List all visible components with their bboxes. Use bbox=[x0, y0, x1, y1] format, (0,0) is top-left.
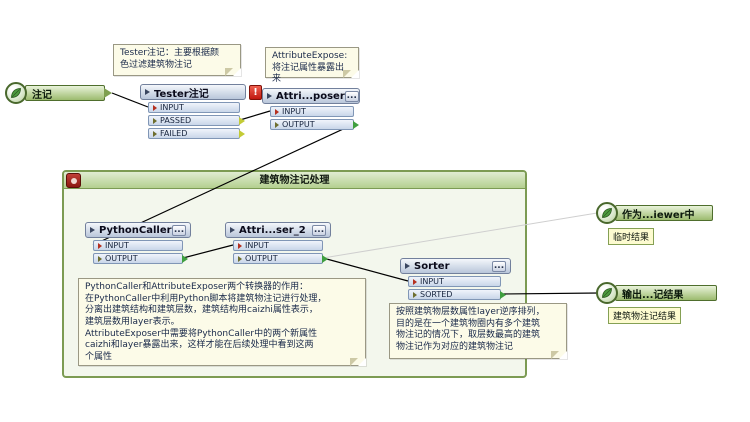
leaf-icon bbox=[602, 288, 612, 298]
transformer-python[interactable]: PythonCaller ... bbox=[85, 222, 191, 238]
input-arrow-icon bbox=[413, 278, 417, 285]
port-exposer1-output[interactable]: OUTPUT bbox=[270, 119, 359, 130]
port-label: OUTPUT bbox=[282, 120, 315, 129]
output-arrow-icon bbox=[239, 129, 245, 138]
writer-tag[interactable]: 建筑物注记结果 bbox=[608, 307, 682, 324]
transformer-tester[interactable]: Tester注记 bbox=[140, 84, 246, 100]
reader-label: 注记 bbox=[32, 89, 52, 101]
port-exposer2-input[interactable]: INPUT bbox=[233, 240, 323, 251]
transformer-exposer2-label: Attri...ser_2 bbox=[239, 224, 306, 236]
note-pythoncaller[interactable]: PythonCaller和AttributeExposer两个转换器的作用： 在… bbox=[78, 278, 366, 366]
bookmark-title-text: 建筑物注记处理 bbox=[259, 175, 330, 186]
port-label: OUTPUT bbox=[105, 254, 138, 263]
output-arrow-icon bbox=[239, 116, 245, 125]
port-label: OUTPUT bbox=[245, 254, 278, 263]
output-arrow-icon bbox=[500, 290, 506, 299]
note-exposer[interactable]: AttributeExpose: 将注记属性暴露出来 bbox=[265, 47, 359, 84]
port-label: INPUT bbox=[105, 241, 129, 250]
output-arrow-icon bbox=[182, 254, 188, 263]
port-python-output[interactable]: OUTPUT bbox=[93, 253, 188, 264]
port-arrow-icon bbox=[238, 255, 242, 262]
port-label: FAILED bbox=[160, 129, 188, 138]
port-python-input[interactable]: INPUT bbox=[93, 240, 183, 251]
port-label: INPUT bbox=[282, 107, 306, 116]
transformer-python-label: PythonCaller bbox=[99, 224, 172, 236]
properties-button[interactable]: ... bbox=[312, 224, 326, 236]
transformer-exposer2[interactable]: Attri...ser_2 ... bbox=[225, 222, 331, 238]
connection-sorter-writer[interactable] bbox=[500, 292, 600, 295]
port-arrow-icon bbox=[413, 291, 417, 298]
properties-button[interactable]: ... bbox=[344, 90, 359, 102]
connection-exposer2-sorter[interactable] bbox=[322, 257, 409, 282]
port-label: INPUT bbox=[420, 277, 444, 286]
note-tester[interactable]: Tester注记：主要根据颜 色过滤建筑物注记 bbox=[113, 44, 241, 76]
port-label: SORTED bbox=[420, 290, 453, 299]
port-arrow-icon bbox=[275, 121, 279, 128]
transformer-exposer1-label: Attri...poser bbox=[276, 90, 345, 102]
port-label: INPUT bbox=[160, 103, 184, 112]
transformer-sorter[interactable]: Sorter ... bbox=[400, 258, 511, 274]
transformer-exposer1[interactable]: Attri...poser ... bbox=[262, 88, 360, 104]
port-arrow-icon bbox=[153, 130, 157, 137]
transformer-sorter-label: Sorter bbox=[414, 260, 450, 272]
bookmark-icon[interactable] bbox=[66, 173, 81, 188]
port-tester-passed[interactable]: PASSED bbox=[148, 115, 245, 126]
note-sorter[interactable]: 按照建筑物层数属性layer逆序排列， 目的是在一个建筑物圈内有多个建筑 物注记… bbox=[389, 303, 567, 359]
output-arrow-icon bbox=[322, 254, 328, 263]
viewer-node[interactable]: 作为...iewer中 bbox=[615, 205, 713, 221]
port-sorter-input[interactable]: INPUT bbox=[408, 276, 501, 287]
collapse-icon[interactable] bbox=[145, 89, 150, 95]
collapse-icon[interactable] bbox=[230, 227, 235, 233]
reader-leaf-icon bbox=[5, 82, 27, 104]
collapse-icon[interactable] bbox=[90, 227, 95, 233]
input-arrow-icon bbox=[238, 242, 242, 249]
port-arrow-icon bbox=[98, 255, 102, 262]
port-label: INPUT bbox=[245, 241, 269, 250]
port-exposer1-input[interactable]: INPUT bbox=[270, 106, 354, 117]
connection-tester-exposer1[interactable] bbox=[239, 110, 271, 121]
transformer-tester-label: Tester注记 bbox=[154, 88, 209, 100]
leaf-icon bbox=[11, 88, 21, 98]
collapse-icon[interactable] bbox=[405, 263, 410, 269]
viewer-leaf-icon bbox=[596, 202, 618, 224]
connection-exposer2-viewer[interactable] bbox=[322, 212, 598, 259]
port-tester-input[interactable]: INPUT bbox=[148, 102, 240, 113]
writer-leaf-icon bbox=[596, 282, 618, 304]
properties-button[interactable]: ... bbox=[492, 260, 506, 272]
port-arrow-icon bbox=[153, 117, 157, 124]
port-exposer2-output[interactable]: OUTPUT bbox=[233, 253, 328, 264]
input-arrow-icon bbox=[275, 108, 279, 115]
port-label: PASSED bbox=[160, 116, 192, 125]
connection-reader-tester[interactable] bbox=[111, 92, 149, 108]
error-badge[interactable]: ! bbox=[249, 85, 262, 100]
collapse-icon[interactable] bbox=[267, 93, 272, 99]
leaf-icon bbox=[602, 208, 612, 218]
input-arrow-icon bbox=[98, 242, 102, 249]
writer-node[interactable]: 输出...记结果 bbox=[615, 285, 717, 301]
port-tester-failed[interactable]: FAILED bbox=[148, 128, 245, 139]
port-sorter-sorted[interactable]: SORTED bbox=[408, 289, 506, 300]
viewer-tag[interactable]: 临时结果 bbox=[608, 228, 655, 245]
bookmark-title-bar[interactable]: 建筑物注记处理 bbox=[64, 172, 525, 189]
input-arrow-icon bbox=[153, 104, 157, 111]
connection-python-exposer2[interactable] bbox=[182, 244, 234, 259]
reader-node[interactable]: 注记 bbox=[25, 85, 112, 101]
viewer-label: 作为...iewer中 bbox=[622, 209, 695, 221]
properties-button[interactable]: ... bbox=[172, 224, 186, 236]
output-arrow-icon bbox=[353, 120, 359, 129]
writer-label: 输出...记结果 bbox=[622, 289, 684, 301]
